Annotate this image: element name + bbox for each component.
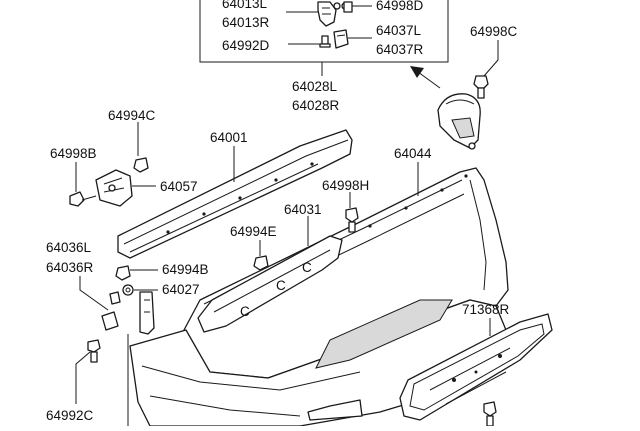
label-64992D: 64992D bbox=[222, 38, 270, 53]
marking-c3: C bbox=[302, 260, 312, 275]
bracket-64036 bbox=[101, 291, 155, 335]
label-64013L: 64013L bbox=[222, 0, 268, 11]
inset-bracket-64037 bbox=[333, 29, 349, 49]
inset-bolt-64992D bbox=[319, 35, 331, 48]
bolt-64992C bbox=[87, 339, 101, 363]
clip-64998C bbox=[473, 75, 489, 99]
label-64037R: 64037R bbox=[376, 42, 424, 57]
label-64994E: 64994E bbox=[230, 224, 277, 239]
label-64037L: 64037L bbox=[376, 23, 422, 38]
bolt-64998H bbox=[345, 207, 359, 233]
label-64998D: 64998D bbox=[376, 0, 424, 13]
label-64028R: 64028R bbox=[292, 98, 340, 113]
label-64998B: 64998B bbox=[50, 146, 97, 161]
label-64994C: 64994C bbox=[108, 108, 156, 123]
clip-64994B bbox=[115, 265, 131, 281]
bracket-64057 bbox=[95, 169, 133, 207]
license-garnish-71368R bbox=[399, 313, 553, 421]
side-bracket-64028 bbox=[437, 93, 481, 150]
label-64031: 64031 bbox=[284, 202, 322, 217]
bolt-bottom bbox=[483, 401, 497, 427]
label-64028L: 64028L bbox=[292, 79, 338, 94]
grommet-64027 bbox=[122, 284, 134, 296]
label-64998H: 64998H bbox=[322, 178, 369, 193]
label-64044: 64044 bbox=[394, 146, 432, 161]
label-64994B: 64994B bbox=[162, 262, 209, 277]
leader-64998C bbox=[483, 40, 499, 77]
leader-64992C bbox=[75, 351, 91, 404]
inset-clip-64998D bbox=[343, 1, 353, 13]
marking-c2: C bbox=[276, 278, 286, 293]
absorber-64031: C C C bbox=[197, 235, 343, 333]
marking-c1: C bbox=[240, 304, 250, 319]
label-64013R: 64013R bbox=[222, 15, 270, 30]
label-64998C: 64998C bbox=[470, 24, 518, 39]
leader-64036 bbox=[79, 276, 109, 311]
label-71368R: 71368R bbox=[462, 302, 510, 317]
clip-64994E bbox=[253, 255, 269, 271]
label-64036R: 64036R bbox=[46, 260, 94, 275]
inset-arrow-icon bbox=[410, 66, 441, 89]
clip-64994C bbox=[133, 157, 149, 173]
bolt-64998B bbox=[69, 191, 97, 207]
label-64992C: 64992C bbox=[46, 408, 94, 423]
label-64036L: 64036L bbox=[46, 240, 92, 255]
reinforcement-64001 bbox=[117, 129, 353, 259]
inset-box-frame bbox=[199, 0, 449, 63]
label-64057: 64057 bbox=[160, 179, 198, 194]
label-64027: 64027 bbox=[162, 282, 200, 297]
label-64001: 64001 bbox=[210, 130, 248, 145]
